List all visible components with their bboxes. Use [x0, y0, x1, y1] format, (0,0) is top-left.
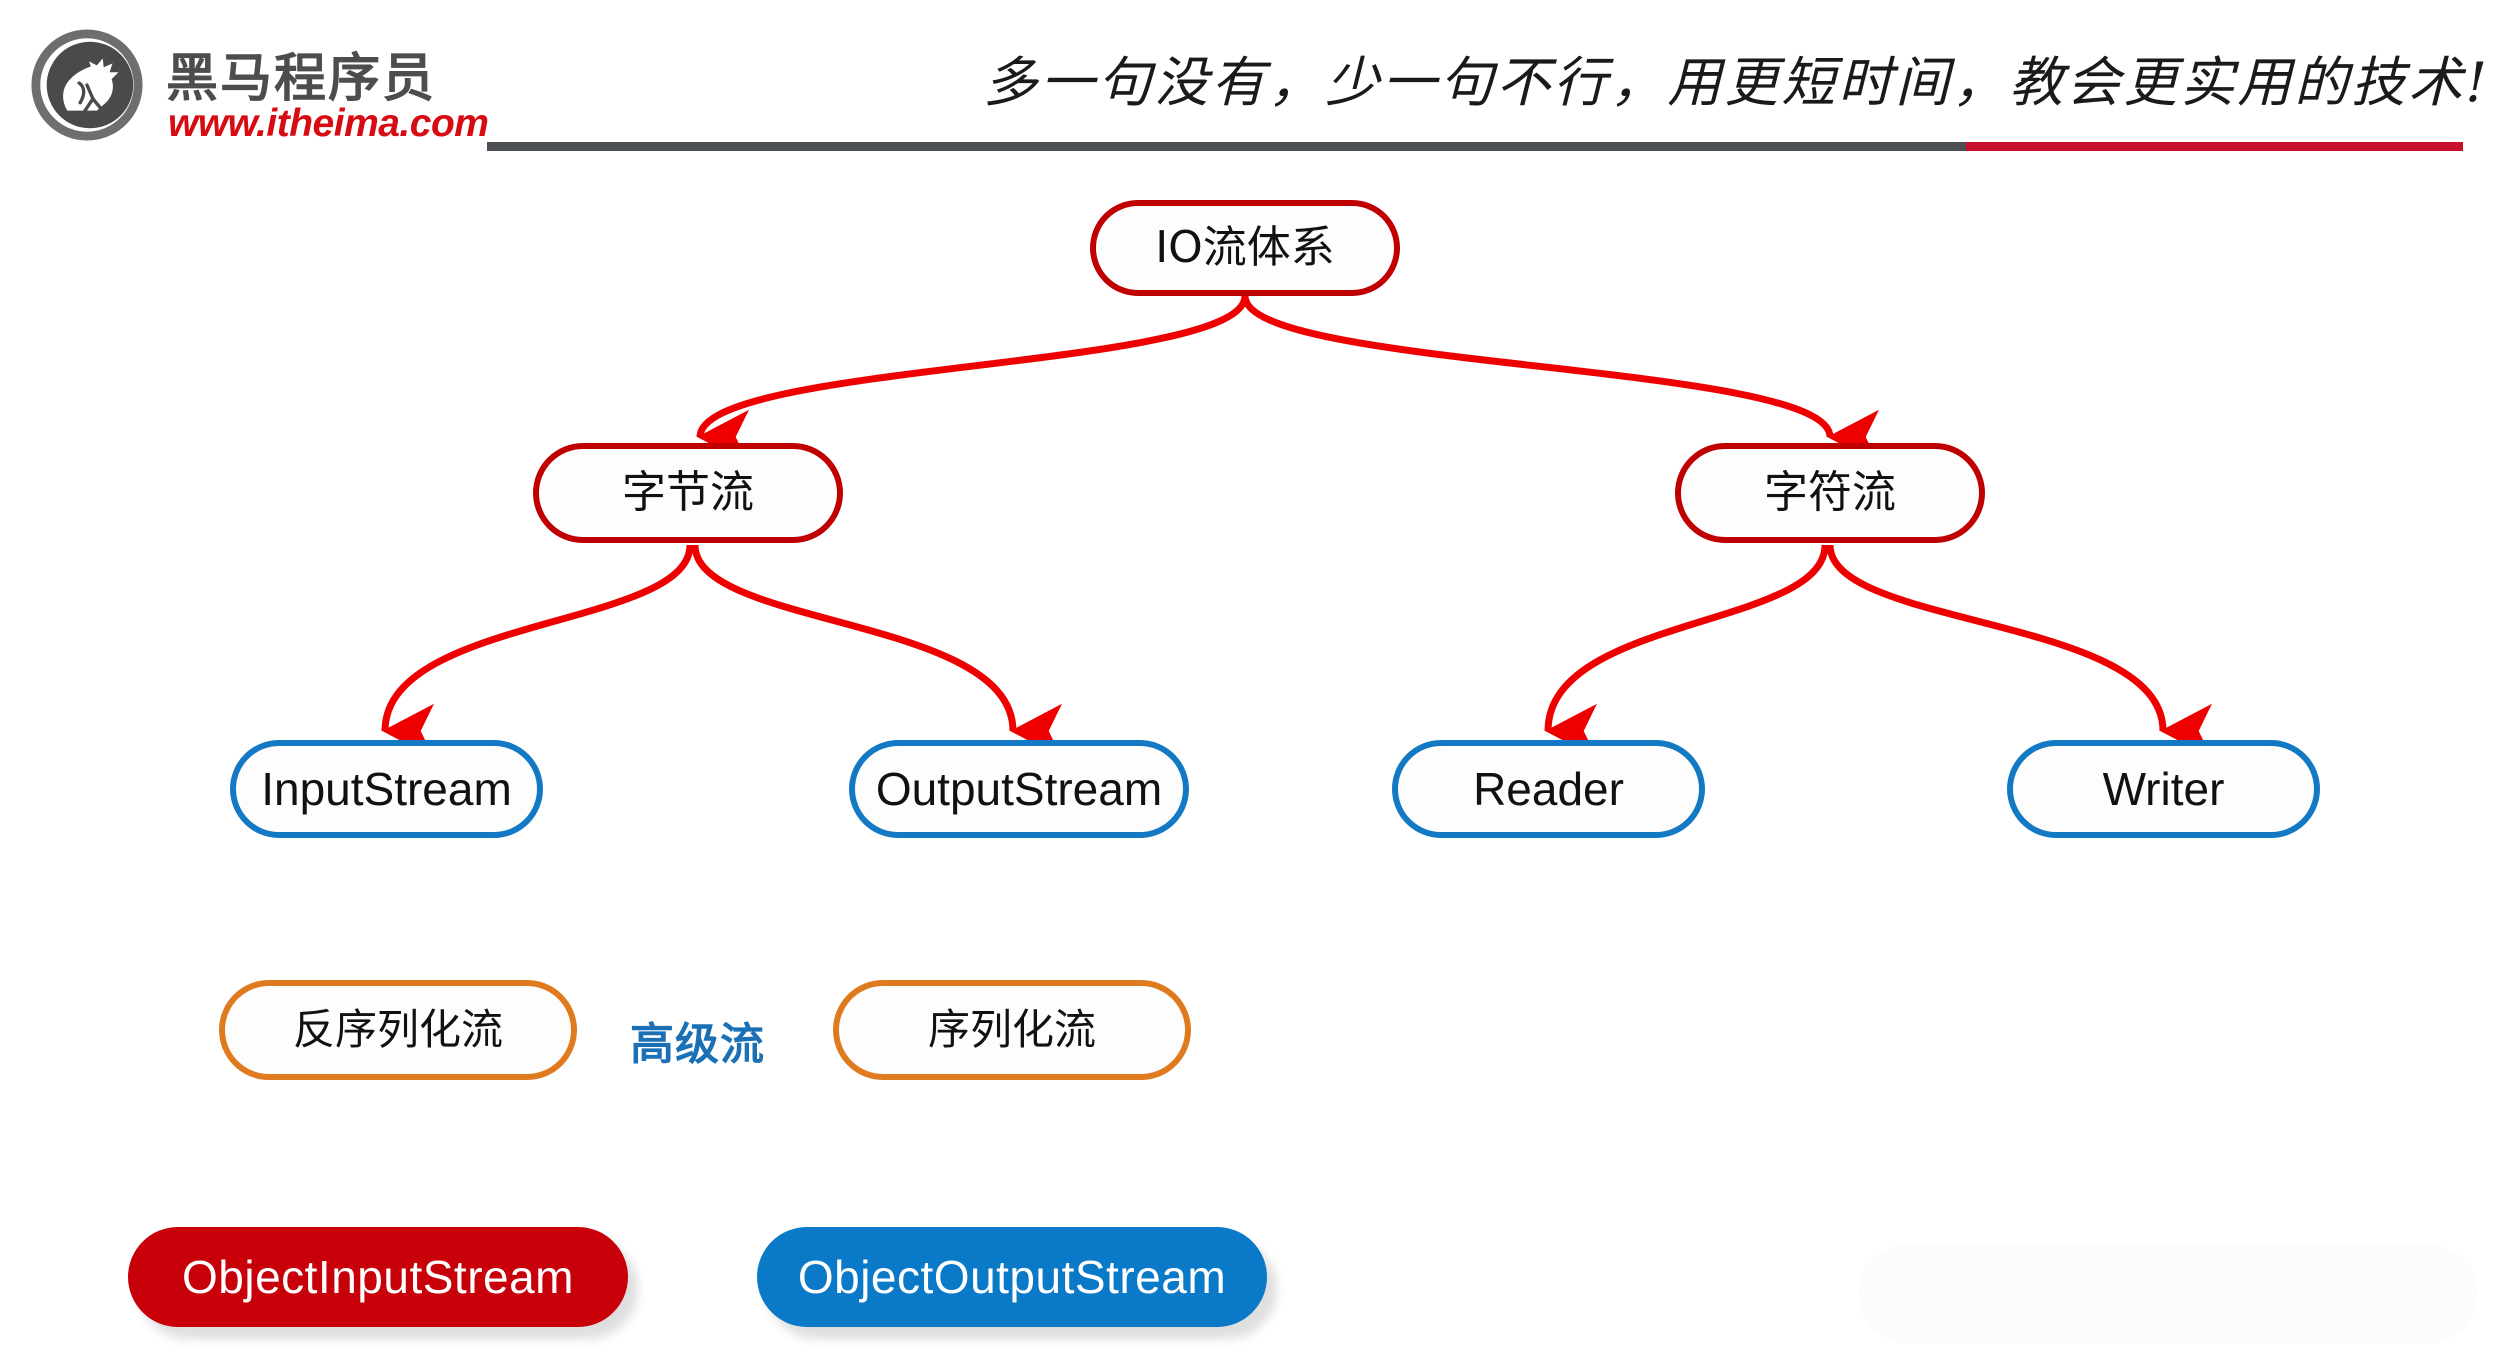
edge-byte-to-inputstream — [381, 544, 694, 759]
edge-root-to-byte-stream — [696, 295, 1249, 465]
horse-head-circle-logo-icon — [31, 29, 143, 141]
brand-url: www.itheima.com — [168, 102, 489, 145]
node-char-stream[interactable]: 字符流 — [1675, 443, 1985, 543]
node-writer[interactable]: Writer — [2007, 740, 2320, 838]
node-inputstream[interactable]: InputStream — [230, 740, 543, 838]
brand-logo: 黑马程序员 www.itheima.com — [18, 18, 489, 148]
node-reader[interactable]: Reader — [1392, 740, 1705, 838]
node-outputstream[interactable]: OutputStream — [849, 740, 1189, 838]
edge-char-to-reader — [1544, 544, 1829, 759]
edge-byte-to-outputstream — [691, 544, 1063, 759]
advanced-stream-label: 高级流 — [630, 1019, 765, 1070]
button-objectoutputstream[interactable]: ObjectOutputStream — [757, 1227, 1267, 1327]
brand-name: 黑马程序员 — [166, 49, 437, 109]
background-watermark — [1858, 1244, 2478, 1344]
edge-root-to-char-stream — [1241, 295, 1880, 464]
header-rule-gray — [487, 142, 1977, 151]
node-deserialization-stream[interactable]: 反序列化流 — [219, 980, 577, 1080]
node-io-stream-system[interactable]: IO流体系 — [1090, 200, 1400, 296]
header-rule-red — [1966, 142, 2463, 151]
node-byte-stream[interactable]: 字节流 — [533, 443, 843, 543]
button-objectinputstream[interactable]: ObjectInputStream — [128, 1227, 628, 1327]
node-serialization-stream[interactable]: 序列化流 — [833, 980, 1191, 1080]
header-tagline: 多一句没有，少一句不行，用更短时间，教会更实用的技术! — [983, 51, 2490, 114]
edge-char-to-writer — [1826, 544, 2213, 759]
